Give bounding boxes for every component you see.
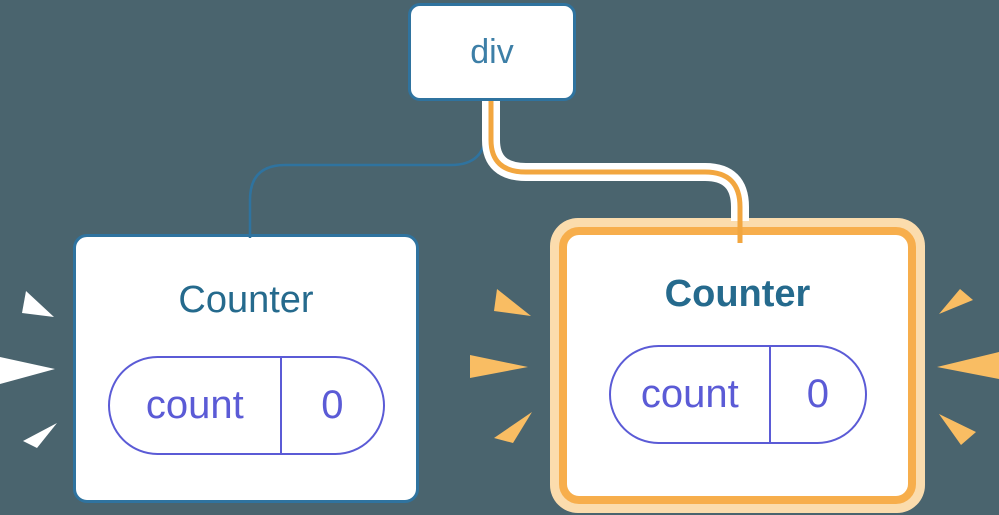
counter-card-right-highlight: Counter count 0	[550, 218, 925, 513]
counter-title-right: Counter	[664, 273, 811, 315]
sparkle-icon	[939, 289, 973, 314]
sparkle-icon	[939, 414, 976, 445]
sparkle-icon	[494, 412, 532, 443]
state-pill-left: count 0	[107, 356, 385, 455]
sparkle-burst-left-card	[0, 291, 57, 448]
sparkle-icon	[494, 289, 531, 316]
sparkle-icon	[0, 357, 55, 384]
sparkle-icon	[470, 355, 528, 378]
sparkle-icon	[23, 423, 57, 448]
sparkle-icon	[937, 352, 999, 379]
state-key-right: count	[640, 372, 739, 416]
counter-title-left: Counter	[178, 279, 314, 321]
sparkle-icon	[22, 291, 54, 317]
state-key-left: count	[145, 383, 244, 427]
edge-to-right-counter-casing	[482, 101, 749, 221]
root-node-div: div	[408, 3, 576, 101]
state-pill-right: count 0	[608, 345, 867, 444]
sparkle-burst-right-card-left	[470, 289, 532, 443]
state-value-right: 0	[769, 347, 864, 442]
edge-to-left-counter	[248, 101, 488, 238]
sparkle-burst-right-card-right	[937, 289, 999, 445]
root-node-label: div	[470, 32, 514, 71]
state-value-left: 0	[280, 358, 382, 453]
counter-card-right: Counter count 0	[559, 227, 916, 504]
counter-card-left: Counter count 0	[73, 234, 419, 503]
